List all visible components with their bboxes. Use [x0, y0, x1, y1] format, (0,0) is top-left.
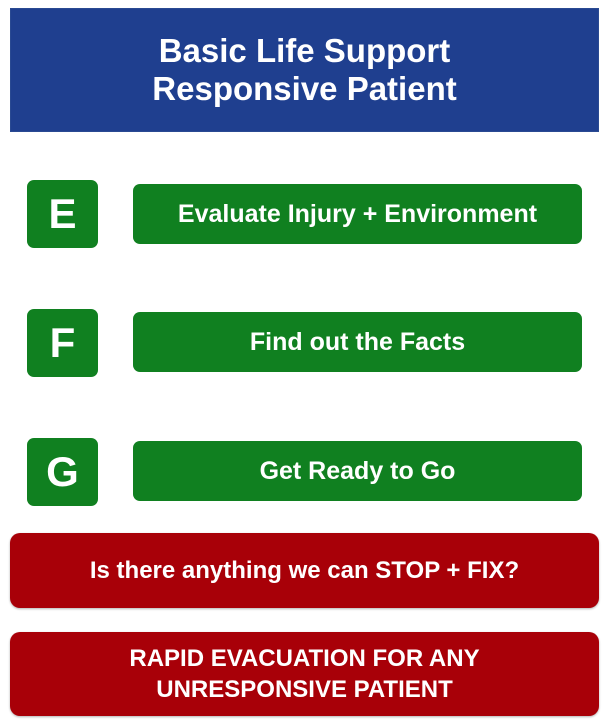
title-banner: Basic Life Support Responsive Patient [10, 8, 599, 132]
rapid-evacuation-alert: RAPID EVACUATION FOR ANY UNRESPONSIVE PA… [10, 632, 599, 716]
step-letter-g: G [27, 438, 98, 506]
step-letter-f: F [27, 309, 98, 377]
step-find-facts: Find out the Facts [133, 312, 582, 372]
stop-fix-text: Is there anything we can STOP + FIX? [89, 557, 520, 584]
stop-fix-alert: Is there anything we can STOP + FIX? [10, 533, 599, 608]
evac-line-2: UNRESPONSIVE PATIENT [156, 676, 453, 703]
title-line-1: Basic Life Support [158, 32, 451, 69]
step-letter-e: E [27, 180, 98, 248]
evac-line-1: RAPID EVACUATION FOR ANY [129, 645, 480, 672]
step-evaluate: Evaluate Injury + Environment [133, 184, 582, 244]
title-line-2: Responsive Patient [152, 70, 457, 107]
step-get-ready: Get Ready to Go [133, 441, 582, 501]
